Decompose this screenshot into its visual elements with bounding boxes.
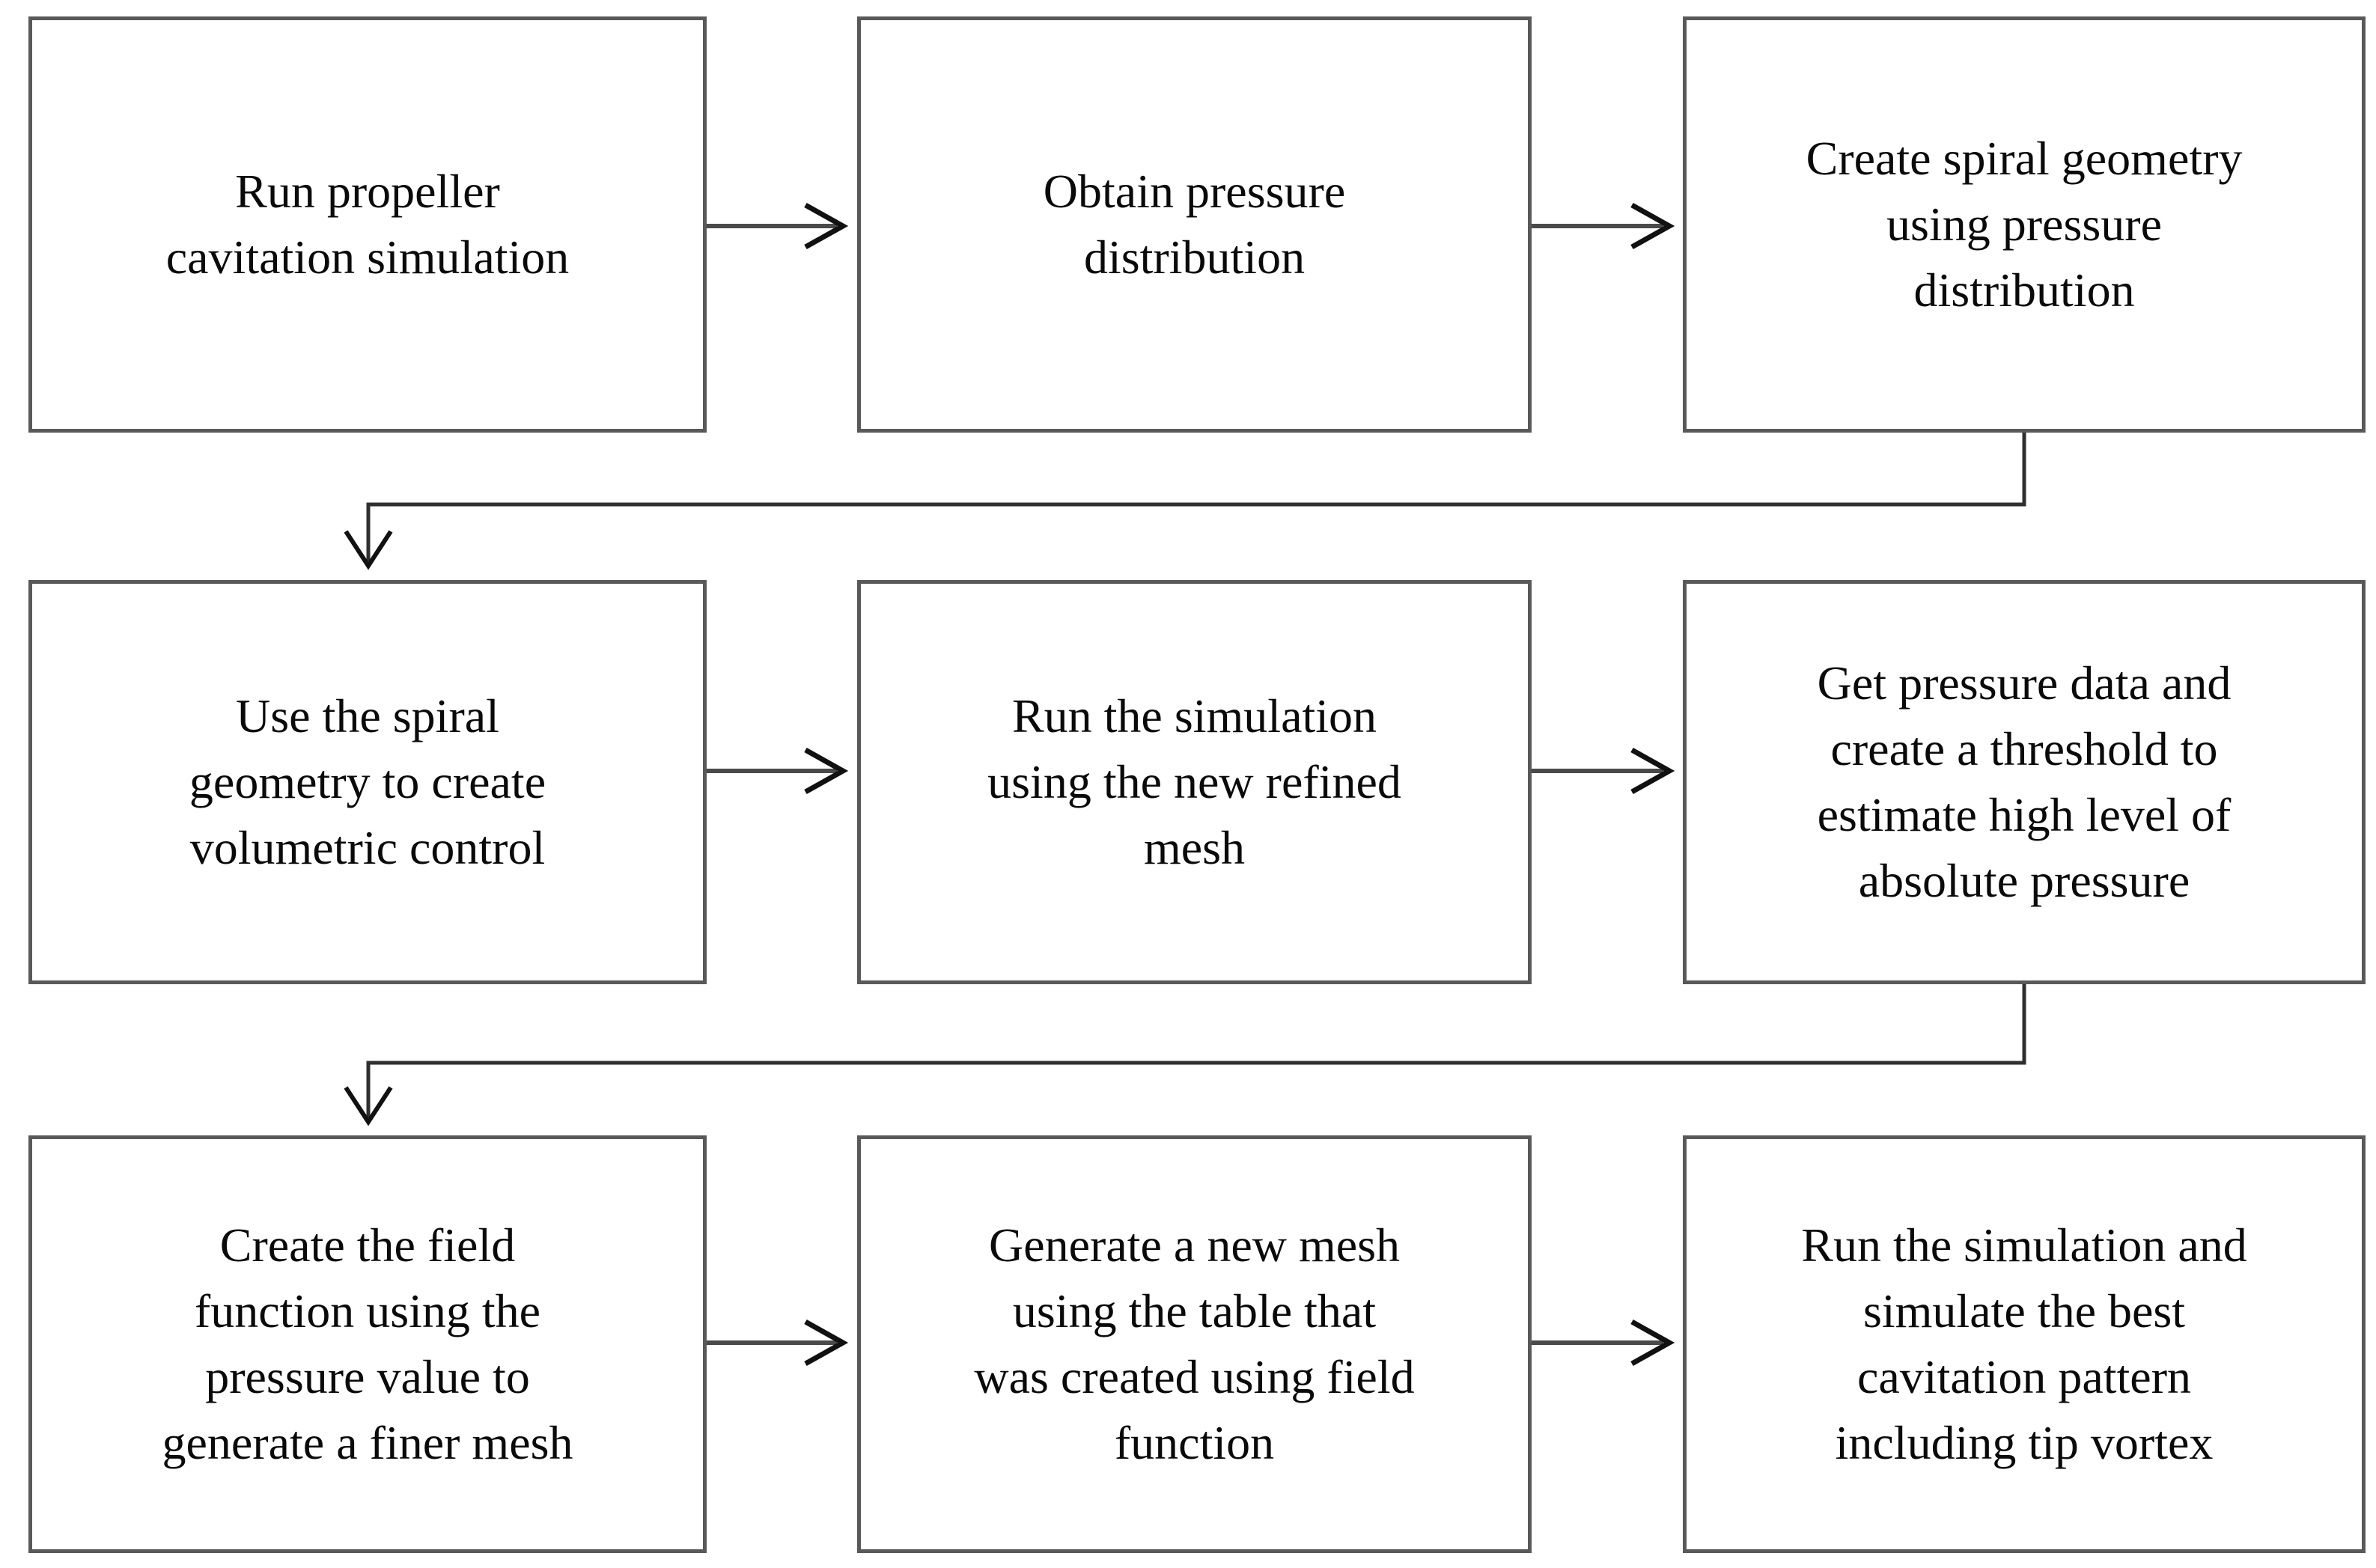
arrow-step2-to-step3 [1532, 202, 1675, 250]
flow-step-8-label: Generate a new mesh using the table that… [974, 1218, 1415, 1469]
flow-step-5: Run the simulation using the new refined… [857, 580, 1532, 984]
flow-step-6-label: Get pressure data and create a threshold… [1817, 656, 2232, 907]
flow-step-2-label: Obtain pressure distribution [1043, 165, 1346, 284]
arrow-step1-to-step2 [707, 202, 849, 250]
flow-step-7-label: Create the field function using the pres… [162, 1218, 573, 1469]
flow-step-1: Run propeller cavitation simulation [28, 16, 707, 433]
flow-step-6: Get pressure data and create a threshold… [1683, 580, 2366, 984]
arrow-step8-to-step9 [1532, 1319, 1675, 1367]
flow-step-3-label: Create spiral geometry using pressure di… [1806, 132, 2243, 317]
flow-step-9-label: Run the simulation and simulate the best… [1801, 1218, 2247, 1469]
flow-step-2: Obtain pressure distribution [857, 16, 1532, 433]
connector-step3-to-step4 [344, 433, 2026, 570]
arrow-step5-to-step6 [1532, 747, 1675, 795]
flow-step-9: Run the simulation and simulate the best… [1683, 1135, 2366, 1553]
flow-step-4-label: Use the spiral geometry to create volume… [189, 689, 546, 874]
flow-step-3: Create spiral geometry using pressure di… [1683, 16, 2366, 433]
arrow-step7-to-step8 [707, 1319, 849, 1367]
flow-step-1-label: Run propeller cavitation simulation [165, 165, 570, 284]
flow-step-5-label: Run the simulation using the new refined… [987, 689, 1401, 874]
flow-step-8: Generate a new mesh using the table that… [857, 1135, 1532, 1553]
connector-step6-to-step7 [344, 984, 2026, 1126]
flow-step-7: Create the field function using the pres… [28, 1135, 707, 1553]
flow-step-4: Use the spiral geometry to create volume… [28, 580, 707, 984]
arrow-step4-to-step5 [707, 747, 849, 795]
